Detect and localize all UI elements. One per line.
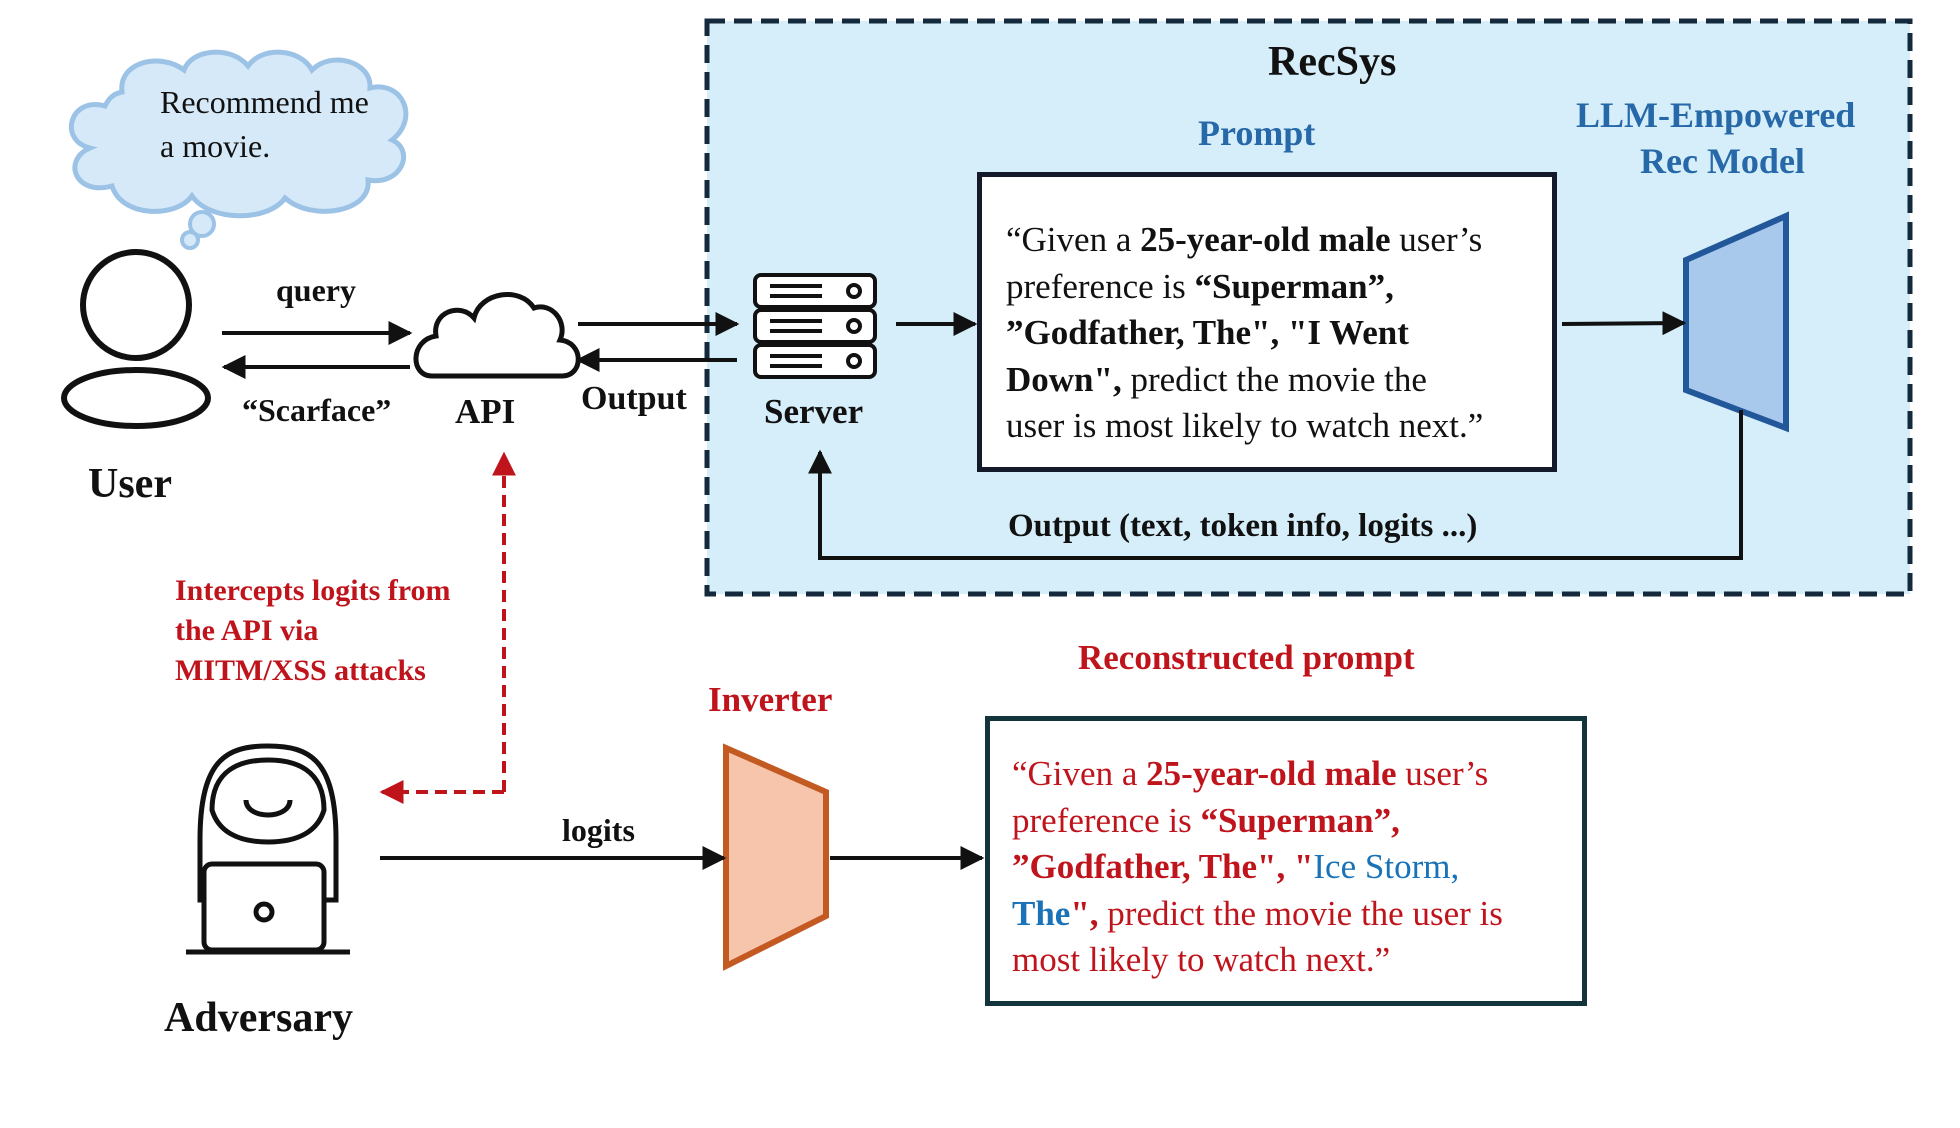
reconstructed-segment: “Superman”, [1200, 800, 1400, 840]
inverter-shape [723, 743, 829, 971]
reconstructed-line: preference is “Superman”, [1012, 798, 1564, 845]
prompt-line: “Given a 25-year-old male user’s [1006, 217, 1530, 264]
query-label: query [276, 272, 356, 308]
prompt-line: preference is “Superman”, [1006, 264, 1530, 311]
intercept-line-1: Intercepts logits from [175, 574, 451, 607]
reconstructed-line: ”Godfather, The", "Ice Storm, [1012, 844, 1564, 891]
model-output-arrow [808, 410, 1743, 560]
adversary-label: Adversary [164, 995, 353, 1041]
user-icon [61, 249, 211, 429]
model-label-2: Rec Model [1640, 141, 1805, 181]
prompt-segment: 25-year-old male [1140, 220, 1391, 259]
reconstructed-segment: preference is [1012, 800, 1201, 840]
prompt-segment: user’s [1390, 220, 1483, 259]
reconstructed-segment: most likely to watch next.” [1012, 940, 1391, 979]
intercept-line-3: MITM/XSS attacks [175, 654, 426, 687]
reconstructed-segment: 25-year-old male [1146, 754, 1397, 793]
reconstructed-label: Reconstructed prompt [1078, 638, 1415, 677]
prompt-segment: “Given a [1006, 220, 1141, 259]
adversary-icon [186, 743, 350, 955]
server-icon [753, 273, 877, 379]
user-label: User [88, 461, 172, 507]
reconstructed-line: The", predict the movie the user is [1012, 891, 1564, 938]
api-label: API [455, 392, 516, 431]
output-api-label: Output [581, 380, 687, 417]
intercept-line-2: the API via [175, 614, 319, 647]
scarface-label: “Scarface” [242, 392, 392, 428]
thought-cloud-icon [69, 49, 409, 250]
recsys-title: RecSys [1268, 39, 1397, 85]
server-label: Server [764, 392, 864, 431]
prompt-segment: preference is [1006, 266, 1195, 306]
reconstructed-segment: Ice Storm, [1313, 847, 1460, 886]
logits-label: logits [562, 812, 635, 848]
inverter-label: Inverter [708, 680, 833, 719]
model-label-1: LLM-Empowered [1576, 95, 1856, 135]
prompt-segment: predict the movie the [1121, 359, 1427, 399]
speech-line-1: Recommend me [160, 84, 369, 120]
prompt-label: Prompt [1198, 113, 1316, 153]
prompt-segment: “Superman”, [1194, 266, 1394, 306]
prompt-line: Down", predict the movie the [1006, 357, 1530, 404]
recsys-output-label: Output (text, token info, logits ...) [1008, 508, 1478, 544]
prompt-segment: user is most likely to watch next.” [1006, 406, 1484, 445]
api-cloud-icon [413, 292, 581, 379]
prompt-line: user is most likely to watch next.” [1006, 403, 1530, 450]
reconstructed-segment: predict the movie the user is [1098, 893, 1503, 933]
prompt-line: ”Godfather, The", "I Went [1006, 310, 1530, 357]
reconstructed-line: “Given a 25-year-old male user’s [1012, 751, 1564, 798]
prompt-to-model-arrow [1561, 311, 1687, 336]
prompt-segment: Down", [1006, 359, 1122, 399]
reconstructed-line: most likely to watch next.” [1012, 937, 1564, 984]
reconstructed-segment: ", [1070, 893, 1099, 933]
prompt-segment: ”Godfather, The", "I Went [1006, 313, 1409, 352]
reconstructed-segment: user’s [1396, 754, 1489, 793]
reconstructed-segment: ”Godfather, The", " [1012, 847, 1314, 886]
speech-line-2: a movie. [160, 128, 271, 164]
reconstructed-segment: The [1012, 893, 1071, 933]
reconstructed-segment: “Given a [1012, 754, 1147, 793]
rec-model-shape [1683, 211, 1789, 433]
